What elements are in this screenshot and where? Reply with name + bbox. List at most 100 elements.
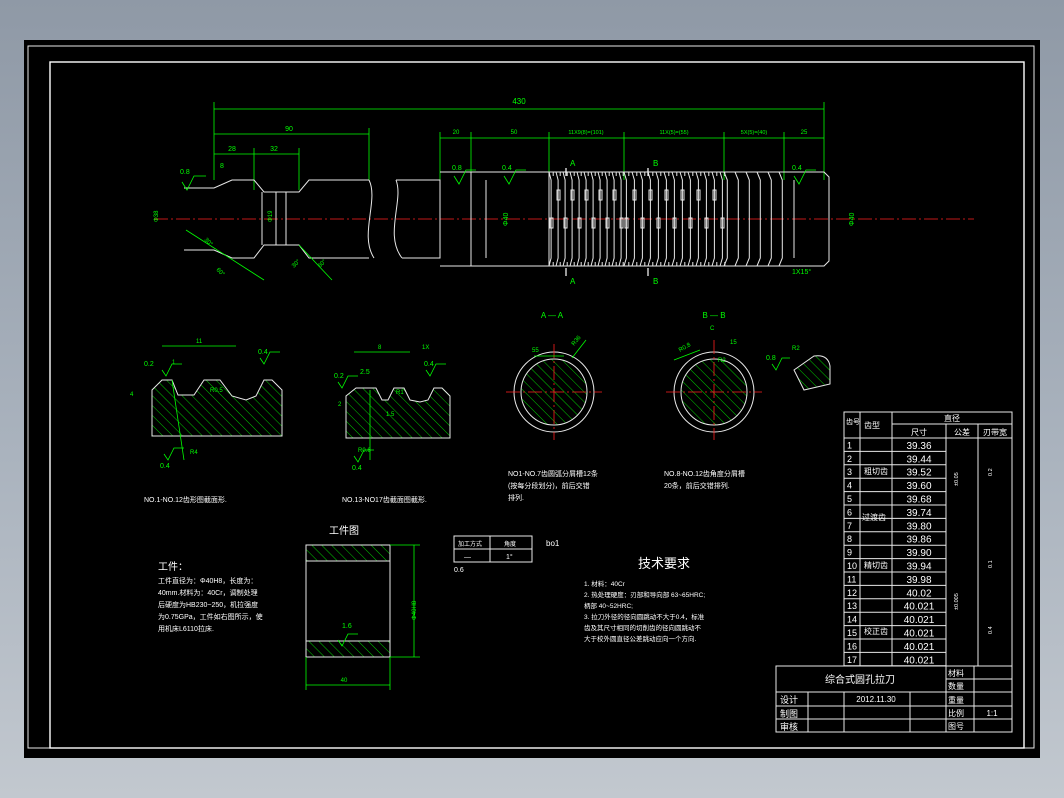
- table-cell-size: 40.021: [904, 655, 935, 666]
- tooth: [618, 171, 624, 267]
- cutting-teeth: [548, 171, 783, 267]
- profile1-roughness-02: 0.2: [144, 361, 154, 368]
- profile1-r4: R4: [190, 450, 198, 456]
- roughness-08a: 0.8: [180, 169, 190, 176]
- table-cell-size: 40.021: [904, 642, 935, 653]
- tech-requirements: 技术要求 1. 材料：40Cr 2. 热处理硬度：刃部和导向部 63~65HRC…: [584, 556, 705, 643]
- tech-item-6: 大于校外圆直径公差跳动应向一个方向.: [584, 634, 697, 643]
- table-cell-size: 39.74: [906, 508, 931, 519]
- profile1-dim-1: 1: [172, 360, 176, 366]
- table-cell-size: 39.52: [906, 468, 931, 479]
- chip-groove: [712, 189, 717, 201]
- chip-groove: [584, 189, 589, 201]
- label-quantity: 数量: [948, 681, 964, 691]
- label-drawing: 制图: [780, 708, 798, 719]
- tech-title: 技术要求: [638, 556, 690, 571]
- group-rough: 粗切齿: [864, 466, 888, 476]
- table-header-diameter: 直径: [944, 413, 960, 423]
- tooth: [576, 171, 582, 267]
- workpiece-figure-title: 工件图: [329, 525, 359, 537]
- label-design: 设计: [780, 694, 798, 705]
- label-drawing-no: 图号: [948, 722, 964, 731]
- table-header-size: 尺寸: [911, 427, 927, 437]
- profile2-r1: R1: [396, 390, 404, 396]
- dim-5x5: 5X(5)=(40): [741, 130, 768, 136]
- dia-40-b: Φ40: [849, 213, 856, 226]
- table-cell-size: 39.98: [906, 575, 931, 586]
- table-cell-no: 7: [847, 521, 852, 531]
- section-aa: A — A 55 R36 NO1-NO.7齿圆弧分屑槽12条 (按每分段划分)，…: [506, 311, 602, 502]
- detail-roughness-08: 0.8: [766, 355, 776, 362]
- tooth: [711, 171, 718, 267]
- table-land-1: 0.2: [988, 468, 994, 476]
- dim-11x9: 11X9(8)=(101): [568, 130, 603, 136]
- table-cell-no: 6: [847, 507, 852, 517]
- table-cell-no: 3: [847, 467, 852, 477]
- chip-groove: [640, 217, 645, 229]
- profile2-caption: NO.13-NO17齿截面图截形.: [342, 495, 427, 504]
- dim-50: 50: [511, 130, 518, 136]
- table-cell-size: 39.86: [906, 535, 931, 546]
- section-aa-note-3: 排列.: [508, 493, 524, 502]
- detail-chamfer: 0.8 R2: [766, 346, 831, 391]
- section-bb-note-2: 20条，前后交错排列.: [664, 481, 730, 490]
- section-bb-note-1: NO.8-NO.12齿角度分屑槽: [664, 469, 745, 478]
- chip-groove: [591, 217, 596, 229]
- table-cell-no: 15: [847, 628, 857, 638]
- chip-groove: [549, 217, 554, 229]
- section-aa-dim-55: 55: [532, 348, 539, 354]
- section-aa-note-2: (按每分段划分)，前后交错: [508, 481, 590, 490]
- detail-r2: R2: [792, 346, 800, 352]
- tolerance-below: 0.6: [454, 567, 464, 574]
- tech-item-2: 2. 热处理硬度：刃部和导向部 63~65HRC;: [584, 590, 705, 599]
- group-transition: 过渡齿: [862, 512, 886, 522]
- label-weight: 重量: [948, 695, 964, 705]
- table-cell-size: 39.90: [906, 548, 931, 559]
- chip-groove: [624, 217, 629, 229]
- dim-32: 32: [270, 146, 278, 153]
- profile1-r05: R0.5: [210, 388, 223, 394]
- table-cell-size: 39.94: [906, 562, 931, 573]
- cad-drawing: 430 90 28 32 8 20 50 11X9(8)=(101) 11X(5…: [27, 45, 1035, 749]
- workpiece-line-1: 工件直径为：Φ40H8，长度为：: [158, 576, 257, 585]
- chamfer-label: 1X15°: [792, 268, 811, 276]
- table-cell-no: 17: [847, 655, 857, 665]
- table-cell-no: 9: [847, 548, 852, 558]
- section-aa-note-1: NO1-NO.7齿圆弧分屑槽12条: [508, 469, 598, 478]
- tooth-profile-1: 11 0.2 0.4 0.4 4 R4 R0.5 1 NO.1-NO.12齿形图…: [130, 339, 283, 504]
- chip-groove: [632, 189, 637, 201]
- table-cell-size: 39.60: [906, 481, 931, 492]
- table-cell-size: 40.021: [904, 629, 935, 640]
- title-block: 综合式圆孔拉刀 设计 制图 审核 2012.11.30 材料 数量 重量 比例 …: [775, 665, 1013, 733]
- table-cell-no: 11: [847, 574, 856, 584]
- dia-38: Φ38: [154, 210, 160, 222]
- table-cell-no: 14: [847, 615, 857, 625]
- tooth: [555, 171, 561, 267]
- profile2-dim-15: 1.5: [386, 412, 395, 418]
- drawing-name: 综合式圆孔拉刀: [825, 673, 895, 686]
- profile2-dim-2: 2: [338, 402, 342, 408]
- chip-groove: [672, 217, 677, 229]
- table-land-3: 0.4: [988, 626, 994, 634]
- table-cell-no: 1: [847, 440, 852, 450]
- workpiece-line-2: 40mm.材料为：40Cr，调制处理: [158, 588, 258, 597]
- table-header-tolerance: 公差: [954, 427, 970, 437]
- tech-item-3: 柄部 40~52HRC;: [584, 601, 633, 610]
- table-header-land: 刃带宽: [983, 427, 1007, 437]
- tooth: [655, 171, 662, 267]
- table-tolerance-2: ±0.005: [954, 593, 960, 610]
- workpiece-line-3: 后硬度为HB230~250，机拉强度: [158, 600, 258, 609]
- label-review: 审核: [780, 721, 798, 732]
- tooth: [569, 171, 575, 267]
- dim-20: 20: [453, 130, 460, 136]
- workpiece-figure: 工件图 Φ40H8 40 1.6: [305, 525, 420, 690]
- table-cell-size: 39.80: [906, 521, 931, 532]
- tolerance-header-1: 加工方式: [458, 540, 482, 548]
- chip-groove: [664, 189, 669, 201]
- dia-40-a: Φ40: [503, 213, 510, 226]
- chip-groove: [720, 217, 725, 229]
- section-bb-title: B — B: [702, 311, 725, 320]
- scale-value: 1:1: [986, 709, 998, 718]
